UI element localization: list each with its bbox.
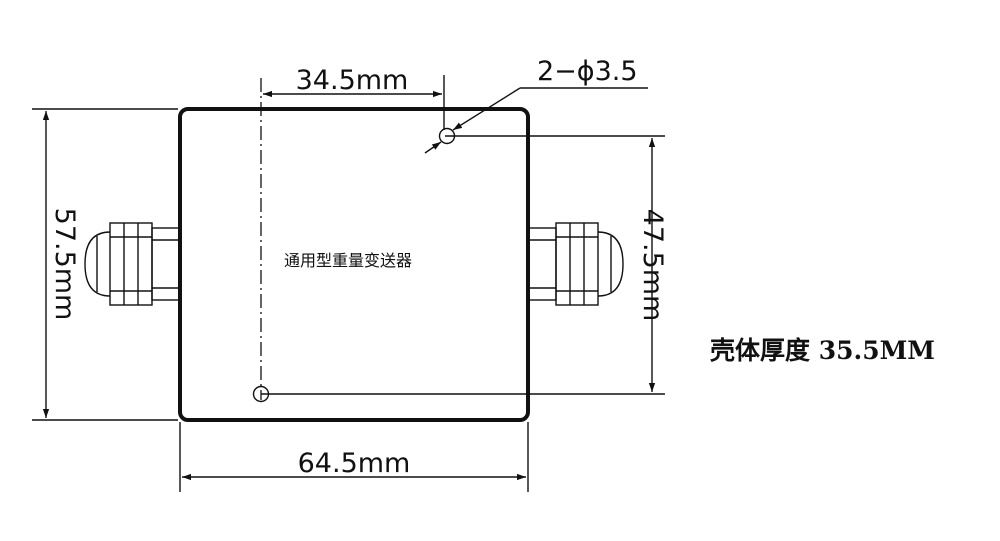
width-label: 64.5mm [298,448,411,479]
hole-horizontal-label: 34.5mm [296,65,409,96]
hole-vertical-label: 47.5mm [637,209,668,322]
housing-outline [178,107,530,422]
hole-vertical-dimension: 47.5mm [637,138,668,392]
mounting-hole-top [438,127,456,145]
hole-spec-callout: 2−ϕ3.5 [424,56,648,154]
mounting-hole-bottom [252,385,270,403]
height-label: 57.5mm [49,208,80,321]
hole-spec-label: 2−ϕ3.5 [537,56,638,87]
hole-horizontal-dimension: 34.5mm [263,65,445,130]
left-cable-gland [84,222,181,306]
height-dimension: 57.5mm [32,108,178,421]
width-dimension: 64.5mm [179,422,529,492]
shell-thickness-label: 壳体厚度 35.5MM [709,336,935,365]
right-cable-gland [527,222,624,306]
product-label: 通用型重量变送器 [284,251,412,270]
